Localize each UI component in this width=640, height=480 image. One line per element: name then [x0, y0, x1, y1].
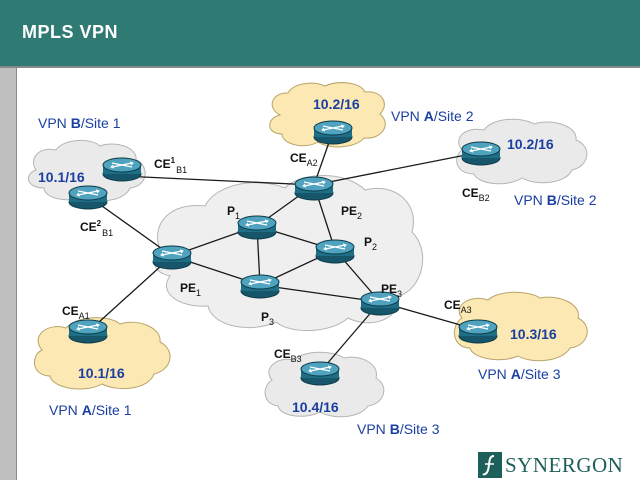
node-label-ce-a1: CEA1: [62, 304, 90, 321]
site-label-vpn-a-site-3: VPN A/Site 3: [478, 366, 561, 382]
node-label-p3: P3: [261, 310, 274, 327]
synergon-logo-icon: [478, 452, 502, 478]
left-margin-strip: [0, 68, 16, 480]
site-label-vpn-b-site-1: VPN B/Site 1: [38, 115, 121, 131]
site-label-vpn-a-site-1: VPN A/Site 1: [49, 402, 132, 418]
node-label-pe3: PE3: [381, 282, 402, 299]
router-icon-ce-a1: [68, 319, 108, 344]
link-p3-pe3: [259, 284, 381, 303]
left-margin-divider: [16, 68, 17, 480]
link-ce-b1-1-pe2: [121, 175, 315, 186]
router-icon-ce-b3: [300, 361, 340, 386]
site-cloud-b2: [456, 118, 588, 185]
site-label-vpn-b-site-3: VPN B/Site 3: [357, 421, 440, 437]
node-label-pe1: PE1: [180, 281, 201, 298]
router-icon-pe2: [294, 176, 334, 201]
prefix-site-a1: 10.1/16: [78, 365, 125, 381]
site-label-vpn-a-site-2: VPN A/Site 2: [391, 108, 474, 124]
site-cloud-a2: [269, 82, 386, 148]
prefix-site-a2: 10.2/16: [313, 96, 360, 112]
node-label-ce-b2: CEB2: [462, 186, 490, 203]
prefix-site-b2: 10.2/16: [507, 136, 554, 152]
router-icon-ce-b1-2: [68, 185, 108, 210]
provider-core-cloud: [153, 175, 424, 331]
router-icon-ce-b1-1: [102, 157, 142, 182]
link-pe2-ce-b2: [313, 151, 482, 186]
router-icon-ce-a3: [458, 319, 498, 344]
node-label-ce-b1-2: CE2B1: [80, 219, 113, 238]
site-label-vpn-b-site-2: VPN B/Site 2: [514, 192, 597, 208]
router-icon-p3: [240, 274, 280, 299]
node-label-p1: P1: [227, 204, 240, 221]
router-icon-p2: [315, 239, 355, 264]
title-bar: MPLS VPN: [0, 0, 640, 66]
prefix-site-a3: 10.3/16: [510, 326, 557, 342]
node-label-ce-b3: CEB3: [274, 347, 302, 364]
prefix-site-b1: 10.1/16: [38, 169, 85, 185]
synergon-logo-text: SYNERGON: [505, 453, 624, 477]
link-pe1-ce-a1: [87, 255, 173, 333]
node-label-ce-a2: CEA2: [290, 151, 318, 168]
router-icon-p1: [237, 215, 277, 240]
node-label-ce-a3: CEA3: [444, 298, 472, 315]
site-cloud-b1: [28, 140, 146, 202]
slide-title: MPLS VPN: [22, 22, 119, 42]
node-label-p2: P2: [364, 235, 377, 252]
site-cloud-a3: [454, 291, 588, 362]
router-icon-ce-a2: [313, 120, 353, 145]
node-label-pe2: PE2: [341, 204, 362, 221]
router-icon-ce-b2: [461, 141, 501, 166]
node-label-ce-b1-1: CE1B1: [154, 156, 187, 175]
header-divider: [0, 66, 640, 68]
prefix-site-b3: 10.4/16: [292, 399, 339, 415]
router-icon-pe1: [152, 245, 192, 270]
